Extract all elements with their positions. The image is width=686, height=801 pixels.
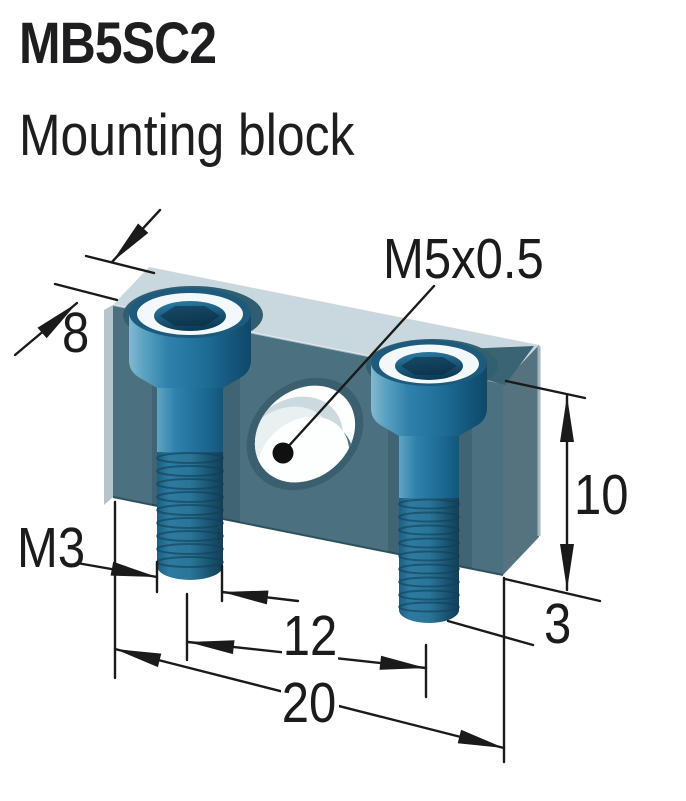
center-thread-label: M5x0.5 [383, 228, 544, 291]
right-screw-shaft [399, 436, 459, 504]
protrusion-label: 3 [544, 593, 571, 656]
spacing-label: 12 [283, 605, 338, 668]
left-screw-thread-body [157, 452, 223, 567]
right-screw-thread-ridges [398, 498, 460, 613]
right-screw [366, 339, 498, 623]
left-screw-shaft [157, 388, 223, 458]
dimension-screw-thread-m3: M3 [17, 517, 300, 605]
page-title: MB5SC2 [19, 11, 217, 76]
width-label: 20 [282, 672, 337, 735]
right-screw-tip [399, 610, 459, 623]
right-screw-hex-socket [401, 357, 457, 375]
screw-thread-label: M3 [17, 517, 85, 580]
dimension-height-10: 10 [503, 379, 629, 603]
block-left-edge-shadow [104, 305, 113, 505]
right-screw-thread-body [399, 498, 459, 611]
product-name: Mounting block [19, 103, 355, 168]
depth-label: 8 [62, 302, 89, 365]
height-label: 10 [574, 464, 629, 527]
dimension-width-20: 20 [113, 500, 506, 764]
dimension-spacing-12: 12 [185, 592, 428, 699]
block-right-face [503, 345, 539, 575]
dimension-depth-8: 8 [13, 208, 162, 365]
left-screw-tip [157, 566, 223, 580]
leader-dot [272, 442, 294, 464]
dimension-protrusion-3: 3 [446, 593, 571, 656]
left-screw [123, 286, 263, 580]
left-screw-hex-socket [160, 306, 220, 326]
left-screw-thread-ridges [156, 452, 224, 568]
dimension-center-thread: M5x0.5 [272, 228, 544, 464]
